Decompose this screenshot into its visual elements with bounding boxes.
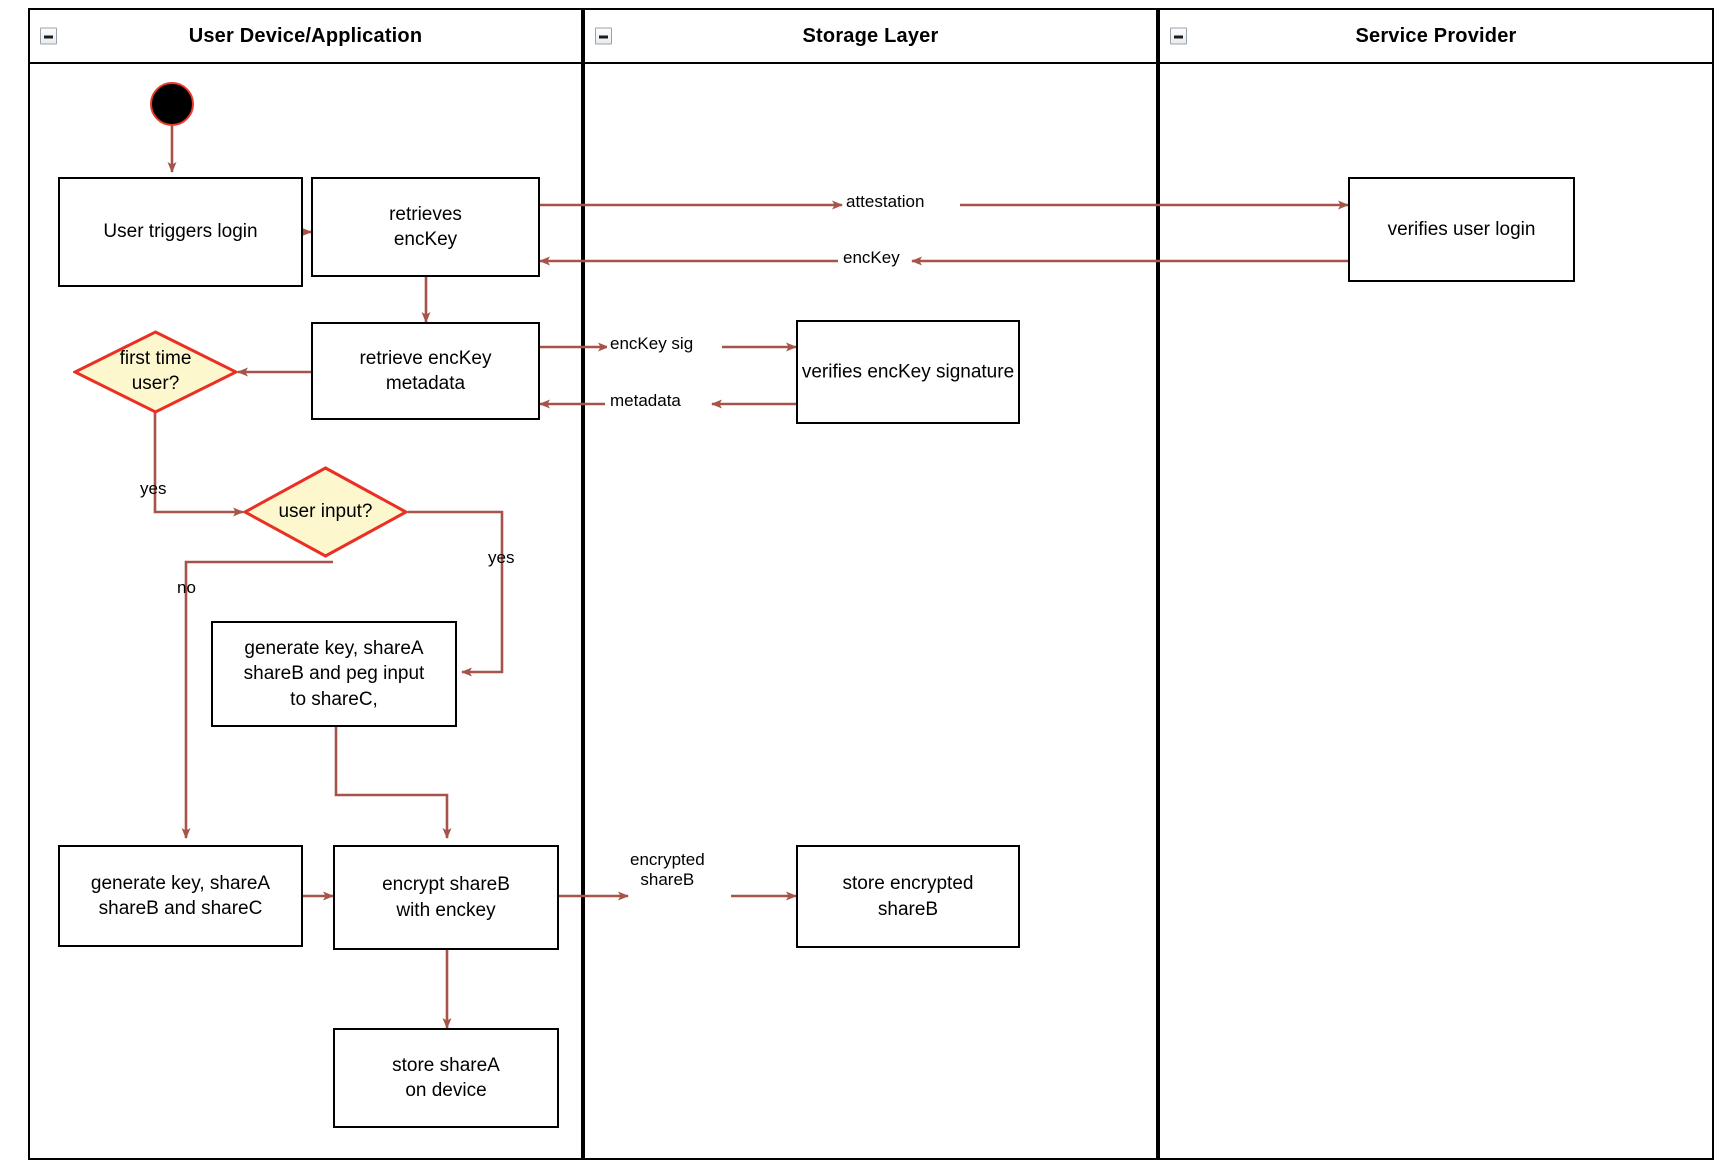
swimlane-storage-layer: Storage Layer: [583, 8, 1158, 1160]
collapse-minus-icon[interactable]: [40, 27, 57, 45]
decision-label-line1: first time: [119, 348, 192, 370]
collapse-minus-icon[interactable]: [1170, 27, 1187, 45]
node-label: verifies user login: [1387, 218, 1536, 240]
node-label-line3: to shareC,: [290, 688, 378, 710]
edge-label-no-user-input: no: [174, 578, 199, 599]
edge-label-text: yes: [140, 479, 167, 498]
node-label: verifies encKey signature: [801, 361, 1015, 383]
edge-label-enckey-sig: encKey sig: [607, 334, 697, 355]
activity-generate-key-shares[interactable]: generate key, shareA shareB and shareC: [58, 845, 303, 947]
activity-generate-key-peg[interactable]: generate key, shareA shareB and peg inpu…: [211, 621, 457, 727]
edge-label-enckey: encKey: [840, 248, 903, 269]
edge-label-text: encKey sig: [610, 334, 694, 353]
swimlane-service-provider: Service Provider: [1158, 8, 1714, 1160]
decision-label: user input?: [278, 500, 373, 522]
activity-user-triggers-login[interactable]: User triggers login: [58, 177, 303, 287]
activity-retrieve-enckey-metadata[interactable]: retrieve encKey metadata: [311, 322, 540, 420]
node-label-line1: generate key, shareA: [244, 638, 424, 660]
edge-label-metadata: metadata: [607, 391, 684, 412]
collapse-minus-icon[interactable]: [595, 27, 612, 45]
activity-verifies-user-login[interactable]: verifies user login: [1348, 177, 1575, 282]
node-label-line2: on device: [405, 1080, 487, 1101]
edge-label-attestation: attestation: [843, 192, 928, 213]
edge-label-yes-user-input: yes: [485, 548, 517, 569]
swimlane-header-service-provider: Service Provider: [1160, 10, 1712, 64]
node-label-line1: store encrypted: [842, 873, 974, 895]
edge-label-text: no: [177, 578, 196, 597]
swimlane-header-storage-layer: Storage Layer: [585, 10, 1156, 64]
node-label-line1: generate key, shareA: [90, 872, 271, 894]
node-label-line2: with enckey: [396, 899, 496, 921]
decision-first-time-user[interactable]: first time user?: [73, 330, 238, 414]
node-label-line1: store shareA: [392, 1054, 500, 1076]
activity-encrypt-shareb[interactable]: encrypt shareB with enckey: [333, 845, 559, 950]
edge-label-encrypted-shareb: encrypted shareB: [627, 850, 708, 891]
activity-retrieves-enckey[interactable]: retrieves encKey: [311, 177, 540, 277]
node-label-line2: encKey: [393, 229, 458, 250]
node-label-line2: shareB and shareC: [98, 898, 263, 919]
edge-label-text-line2: shareB: [640, 870, 695, 890]
node-label-line1: retrieve encKey: [359, 347, 492, 369]
swimlane-user-device: User Device/Application: [28, 8, 583, 1160]
edge-label-text: yes: [488, 548, 515, 567]
swimlane-title-storage-layer: Storage Layer: [802, 24, 939, 47]
node-label: User triggers login: [103, 221, 258, 243]
node-label-line2: shareB: [877, 898, 939, 920]
decision-user-input[interactable]: user input?: [243, 466, 408, 558]
node-label-line2: shareB and peg input: [243, 663, 425, 685]
edge-label-text: encKey: [843, 248, 900, 267]
initial-node: [150, 82, 194, 126]
node-label-line1: encrypt shareB: [382, 874, 510, 896]
activity-store-encrypted-shareb[interactable]: store encrypted shareB: [796, 845, 1020, 948]
edge-label-yes-first-time: yes: [137, 479, 169, 500]
swimlane-header-user-device: User Device/Application: [30, 10, 581, 64]
node-label-line1: retrieves: [389, 203, 462, 225]
node-label-line2: metadata: [385, 373, 466, 394]
swimlane-title-service-provider: Service Provider: [1355, 24, 1517, 47]
activity-verifies-enckey-signature[interactable]: verifies encKey signature: [796, 320, 1020, 424]
decision-label-line2: user?: [131, 373, 180, 394]
edge-label-text: attestation: [846, 192, 925, 211]
swimlane-title-user-device: User Device/Application: [188, 24, 423, 47]
edge-label-text-line1: encrypted: [630, 850, 705, 869]
edge-label-text: metadata: [610, 391, 681, 410]
activity-store-sharea-on-device[interactable]: store shareA on device: [333, 1028, 559, 1128]
